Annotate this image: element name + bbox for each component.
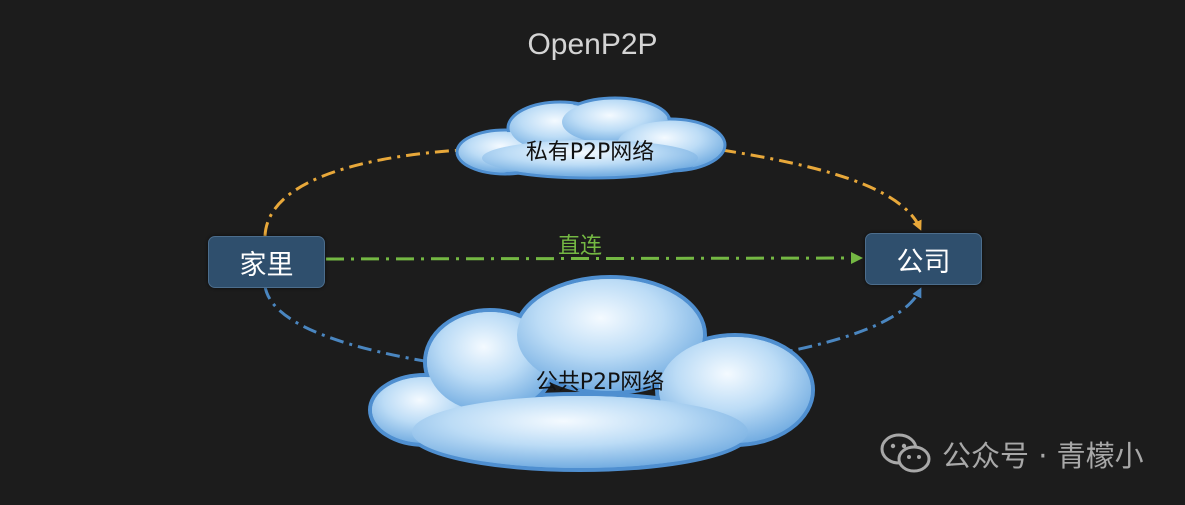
node-office: 公司	[865, 233, 982, 285]
direct-connection-label: 直连	[557, 234, 602, 259]
watermark: 公众号 · 青檬小	[880, 432, 1144, 476]
private-cloud-label: 私有P2P网络	[525, 140, 655, 165]
private-cloud	[455, 96, 727, 180]
private-path	[263, 148, 920, 236]
wechat-icon	[880, 433, 931, 473]
public-cloud	[368, 275, 815, 472]
node-home: 家里	[208, 236, 325, 288]
public-cloud-label: 公共P2P网络	[535, 370, 665, 395]
direct-path	[325, 252, 863, 265]
diagram-title: OpenP2P	[527, 28, 658, 61]
watermark-text: 公众号 · 青檬小	[942, 439, 1144, 473]
public-path	[263, 286, 920, 364]
